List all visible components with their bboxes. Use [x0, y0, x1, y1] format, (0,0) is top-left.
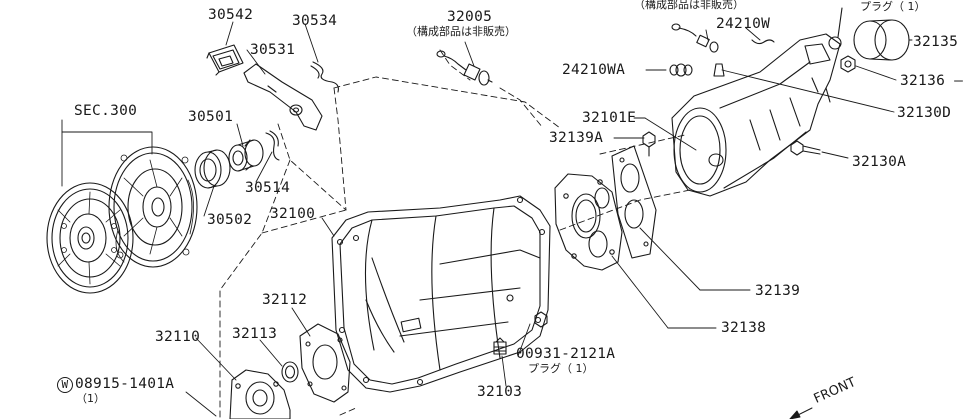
bolt-32130A	[790, 140, 821, 156]
top-plug	[828, 7, 843, 50]
note-32005-not-sold: （構成部品は非販売）	[406, 25, 516, 38]
label-32113: 32113	[232, 326, 278, 342]
label-30531: 30531	[250, 42, 296, 58]
washer-w-symbol: W	[57, 377, 73, 393]
label-30534: 30534	[292, 13, 338, 29]
label-32101E: 32101E	[582, 110, 637, 126]
dashed-guide-lines	[219, 49, 691, 419]
front-arrow-icon	[789, 407, 813, 419]
label-32135: 32135	[913, 34, 959, 50]
label-24210W: 24210W	[716, 16, 771, 32]
retaining-clip	[265, 130, 280, 161]
transmission-case	[331, 195, 551, 393]
withdrawal-lever	[243, 63, 323, 131]
drain-plug	[493, 337, 507, 355]
label-32136: 32136 —	[900, 73, 964, 89]
label-32103: 32103	[477, 384, 523, 400]
label-32005: 32005	[447, 9, 493, 25]
washer-set	[669, 63, 725, 77]
nut-32136	[840, 55, 856, 73]
rear-extension-housing	[671, 33, 841, 197]
label-08915-qty: （1）	[76, 392, 105, 405]
cover-gasket	[299, 323, 351, 403]
lever-spring	[310, 61, 339, 93]
speed-sensor	[436, 50, 493, 86]
label-32139A: 32139A	[549, 130, 604, 146]
clutch-disc	[46, 182, 134, 294]
label-08915-code: 08915-1401A	[75, 376, 175, 392]
label-32110: 32110	[155, 329, 201, 345]
bushing-32135	[853, 19, 910, 61]
label-plug-top: プラグ（ 1）	[860, 0, 926, 13]
label-30502: 30502	[207, 212, 253, 228]
label-24210WA: 24210WA	[562, 62, 626, 78]
label-30501: 30501	[188, 109, 234, 125]
label-32112: 32112	[262, 292, 308, 308]
bolt-32139A	[642, 131, 656, 157]
adapter-plate	[554, 173, 623, 271]
label-32139: 32139	[755, 283, 801, 299]
label-32138: 32138	[721, 320, 767, 336]
bearing-sleeve	[228, 139, 264, 172]
label-30542: 30542	[208, 7, 254, 23]
adapter-gasket	[611, 145, 657, 259]
label-00931-2121A: 00931-2121A	[516, 346, 616, 362]
dust-boot	[206, 44, 244, 76]
oil-seal	[281, 361, 299, 383]
front-cover	[229, 369, 291, 419]
label-30514: 30514	[245, 180, 291, 196]
note-top-not-sold: （構成部品は非販売）	[634, 0, 744, 11]
leader-lines	[61, 21, 913, 417]
label-32100: 32100	[270, 206, 316, 222]
label-sec300: SEC.300	[74, 103, 138, 119]
label-32130D: 32130D	[897, 105, 952, 121]
neutral-switch	[671, 23, 775, 53]
label-32130A: 32130A	[852, 154, 907, 170]
release-bearing	[194, 149, 231, 189]
label-plug-bottom: プラグ（ 1）	[528, 362, 594, 375]
bolt-00931	[534, 311, 548, 328]
clutch-cover	[108, 146, 198, 268]
